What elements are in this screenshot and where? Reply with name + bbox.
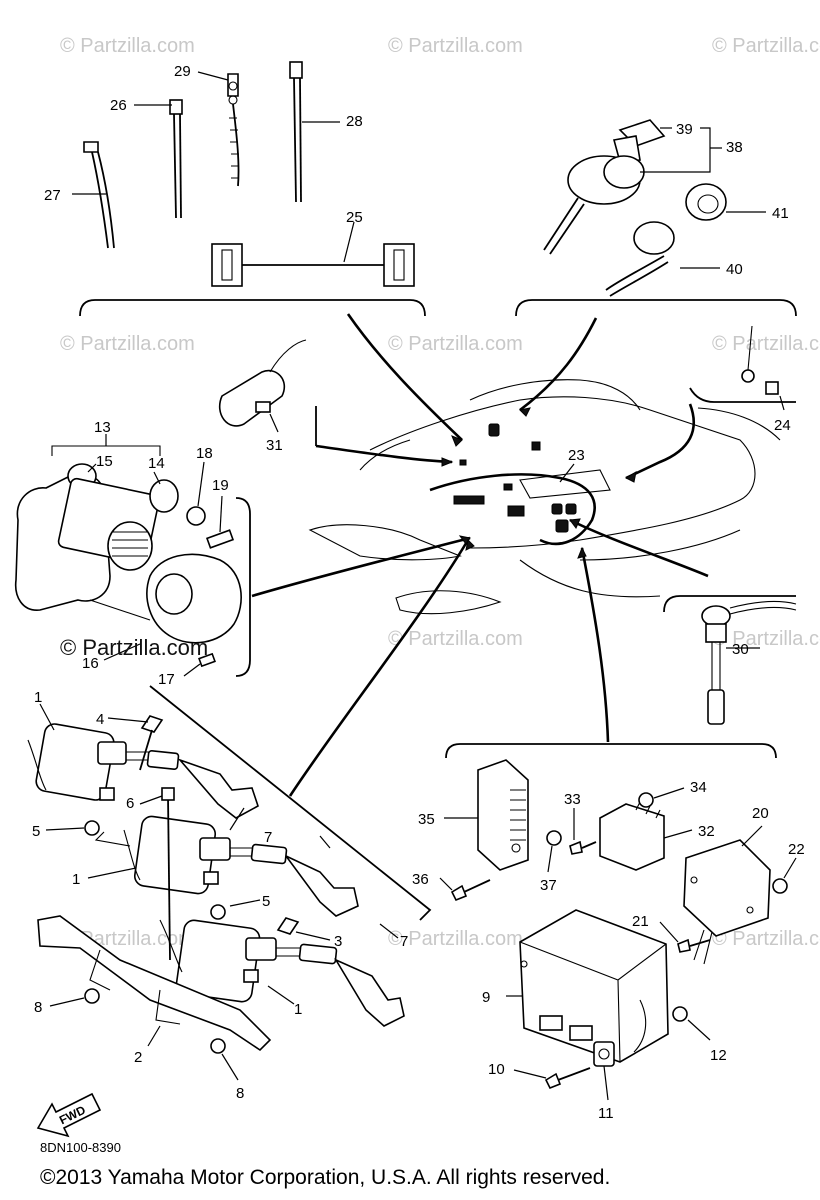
- callout-15: 15: [96, 453, 113, 470]
- callout-26: 26: [110, 97, 127, 114]
- callout-36: 36: [412, 871, 429, 888]
- callout-1-middle: 1: [72, 871, 80, 888]
- callout-8-left: 8: [34, 999, 42, 1016]
- callout-11: 11: [598, 1105, 614, 1122]
- callout-28: 28: [346, 113, 363, 130]
- cable-ties-group: [72, 61, 426, 317]
- callout-13: 13: [94, 419, 111, 436]
- callout-5-left: 5: [32, 823, 40, 840]
- ground-lead-24: [741, 325, 785, 411]
- capacitor-31: [219, 339, 307, 433]
- callout-1-top: 1: [34, 689, 42, 706]
- callout-21: 21: [632, 913, 649, 930]
- callout-24: 24: [774, 417, 791, 434]
- watermark: © Partzilla.com: [388, 35, 523, 57]
- callout-labels: 27 26 29 28 25 39 38 41 40 24 31 23 13 1…: [32, 63, 805, 1122]
- callout-3: 3: [334, 933, 342, 950]
- forward-arrow: FWD: [36, 1092, 102, 1138]
- callout-4: 4: [96, 711, 104, 728]
- callout-31: 31: [266, 437, 283, 454]
- callout-39: 39: [676, 121, 693, 138]
- callout-19: 19: [212, 477, 229, 494]
- callout-38: 38: [726, 139, 743, 156]
- watermarks: © Partzilla.com © Partzilla.com © Partzi…: [60, 35, 820, 950]
- callout-30: 30: [732, 641, 749, 658]
- callout-27: 27: [44, 187, 61, 204]
- callout-37: 37: [540, 877, 557, 894]
- watermark: © Partzilla.com: [60, 333, 195, 355]
- callout-1-bottom: 1: [294, 1001, 302, 1018]
- snowmobile-outline: [308, 379, 781, 615]
- callout-33: 33: [564, 791, 581, 808]
- watermark: © Partzilla.com: [388, 333, 523, 355]
- callout-18: 18: [196, 445, 213, 462]
- watermark: © Partzilla.com: [388, 628, 523, 650]
- callout-23: 23: [568, 447, 585, 464]
- watermark: © Partzilla.com: [60, 35, 195, 57]
- callout-17: 17: [158, 671, 175, 688]
- callout-7-top: 7: [264, 829, 272, 846]
- watermark-bold: © Partzilla.com: [60, 635, 209, 660]
- callout-34: 34: [690, 779, 707, 796]
- callout-29: 29: [174, 63, 191, 80]
- thermo-switch-30: [701, 600, 797, 725]
- callout-35: 35: [418, 811, 435, 828]
- ignition-coils: [27, 685, 432, 1081]
- callout-7-right: 7: [400, 933, 408, 950]
- diagram-code: 8DN100-8390: [40, 1140, 121, 1155]
- main-switch-group: [515, 119, 797, 317]
- watermark: © Partzilla.com: [388, 928, 523, 950]
- watermark: © Partzilla.com: [712, 35, 820, 57]
- callout-40: 40: [726, 261, 743, 278]
- callout-8-bottom: 8: [236, 1085, 244, 1102]
- electronics-group: [439, 743, 797, 1101]
- callout-20: 20: [752, 805, 769, 822]
- callout-14: 14: [148, 455, 165, 472]
- watermark: © Partzilla.com: [712, 333, 820, 355]
- callout-16: 16: [82, 655, 99, 672]
- connection-lines: [251, 313, 796, 797]
- callout-32: 32: [698, 823, 715, 840]
- callout-12: 12: [710, 1047, 727, 1064]
- callout-41: 41: [772, 205, 789, 222]
- callout-10: 10: [488, 1061, 505, 1078]
- callout-9: 9: [482, 989, 490, 1006]
- watermark: © Partzilla.com: [712, 928, 820, 950]
- watermark: © Partzilla.com: [712, 628, 820, 650]
- callout-5-right: 5: [262, 893, 270, 910]
- callout-25: 25: [346, 209, 363, 226]
- starter-assembly: [14, 434, 251, 677]
- copyright-notice: ©2013 Yamaha Motor Corporation, U.S.A. A…: [40, 1166, 611, 1189]
- callout-6: 6: [126, 795, 134, 812]
- callout-2: 2: [134, 1049, 142, 1066]
- callout-22: 22: [788, 841, 805, 858]
